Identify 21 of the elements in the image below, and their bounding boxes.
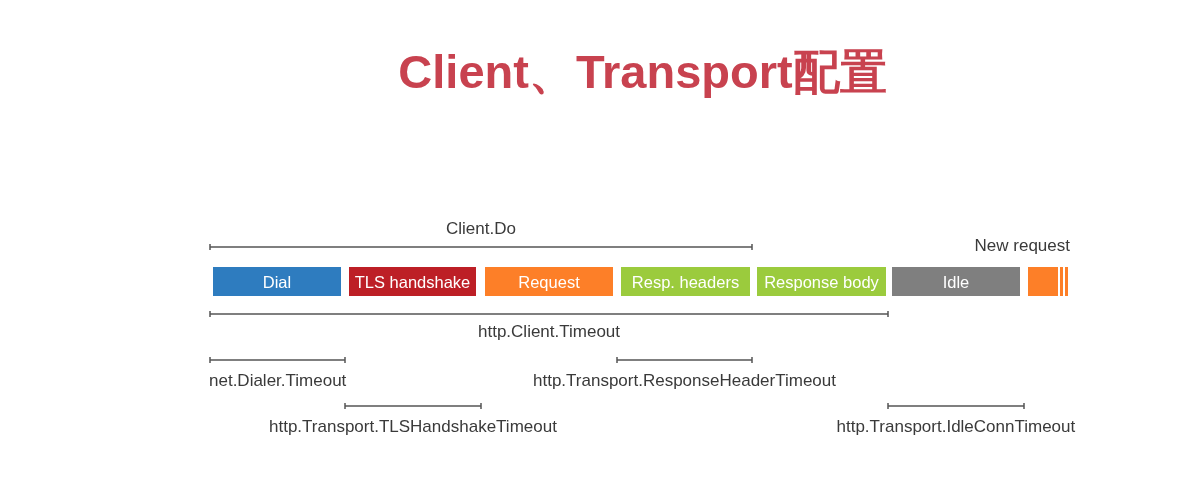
span-label: net.Dialer.Timeout <box>209 371 347 391</box>
segment-label: Response body <box>764 271 879 292</box>
span-label: Client.Do <box>446 219 516 239</box>
span-label: http.Transport.ResponseHeaderTimeout <box>533 371 836 391</box>
timeline-segment <box>213 267 341 296</box>
span-label: http.Transport.TLSHandshakeTimeout <box>269 417 557 437</box>
span-label: http.Transport.IdleConnTimeout <box>836 417 1076 437</box>
segment-label: Request <box>518 271 580 292</box>
title: Client、Transport配置 <box>398 44 887 100</box>
timeline-segment <box>349 267 476 296</box>
segment-label: Idle <box>942 271 970 292</box>
segment-label: Resp. headers <box>631 271 740 292</box>
segment-label: Dial <box>262 271 292 292</box>
timeline-segment <box>757 267 886 296</box>
timeline-segment <box>621 267 750 296</box>
timeline-segment <box>1028 267 1068 296</box>
span-label: http.Client.Timeout <box>478 322 621 342</box>
timeline-segment <box>892 267 1020 296</box>
segment-caption: New request <box>974 236 1070 256</box>
segment-label: TLS handshake <box>354 271 471 292</box>
timeline-segment <box>485 267 613 296</box>
